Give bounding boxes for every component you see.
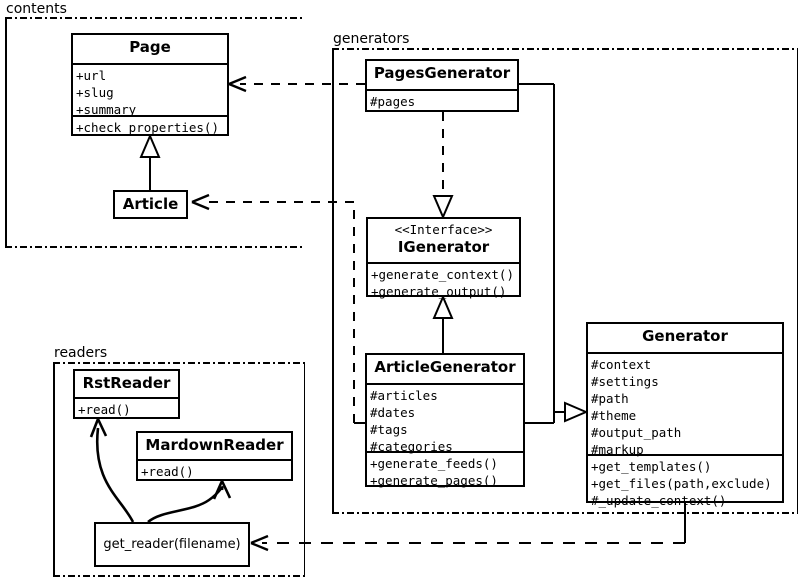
attribute: +summary xyxy=(76,102,137,117)
class-generator-header: Generator xyxy=(588,324,782,352)
class-generator[interactable]: Generator #context #settings #path #them… xyxy=(586,322,784,508)
class-page-attributes: +url +slug +summary xyxy=(73,63,227,117)
class-page[interactable]: Page +url +slug +summary +check_properti… xyxy=(71,33,229,136)
class-mardownreader-header: MardownReader xyxy=(138,433,291,459)
class-articlegenerator-attributes: #articles #dates #tags #categories xyxy=(367,383,523,454)
class-pagesgenerator-attributes: #pages xyxy=(367,89,517,113)
attribute: #theme xyxy=(591,408,637,423)
attribute: #categories xyxy=(370,439,453,454)
method: +read() xyxy=(78,402,131,417)
class-igenerator-stereotype: <<Interface>> xyxy=(394,222,493,237)
class-pagesgenerator[interactable]: PagesGenerator #pages xyxy=(365,59,519,112)
attribute: #markup xyxy=(591,442,644,457)
function-get-reader[interactable]: get_reader(filename) xyxy=(94,522,250,567)
method: #_update_context() xyxy=(591,493,727,508)
attribute: +slug xyxy=(76,85,114,100)
class-articlegenerator-name: ArticleGenerator xyxy=(374,358,516,376)
method: +generate_feeds() xyxy=(370,456,498,471)
class-generator-attributes: #context #settings #path #theme #output_… xyxy=(588,352,782,457)
class-article[interactable]: Article xyxy=(113,190,188,219)
class-mardownreader-methods: +read() xyxy=(138,459,291,483)
attribute: #pages xyxy=(370,94,416,109)
package-contents-label: contents xyxy=(6,1,67,17)
class-igenerator-name: IGenerator xyxy=(397,238,490,256)
class-article-name: Article xyxy=(122,195,179,213)
class-rstreader-methods: +read() xyxy=(75,397,178,421)
class-igenerator[interactable]: <<Interface>> IGenerator +generate_conte… xyxy=(366,217,521,299)
class-generator-name: Generator xyxy=(642,327,728,345)
class-page-methods: +check_properties() xyxy=(73,115,227,139)
attribute: #context xyxy=(591,357,652,372)
method: +generate_pages() xyxy=(370,473,498,488)
method: +get_files(path,exclude) xyxy=(591,476,772,491)
attribute: #dates xyxy=(370,405,416,420)
attribute: #articles xyxy=(370,388,438,403)
package-readers-label: readers xyxy=(54,345,108,361)
attribute: #path xyxy=(591,391,629,406)
class-pagesgenerator-header: PagesGenerator xyxy=(367,61,517,89)
method: +read() xyxy=(141,464,194,479)
class-articlegenerator-methods: +generate_feeds() +generate_pages() xyxy=(367,451,523,492)
method: +generate_context() xyxy=(371,267,514,282)
class-articlegenerator[interactable]: ArticleGenerator #articles #dates #tags … xyxy=(365,353,525,488)
class-rstreader[interactable]: RstReader +read() xyxy=(73,369,180,419)
class-igenerator-header: <<Interface>> IGenerator xyxy=(368,219,519,262)
class-generator-methods: +get_templates() +get_files(path,exclude… xyxy=(588,454,782,512)
method: +check_properties() xyxy=(76,120,219,135)
method: +get_templates() xyxy=(591,459,712,474)
method: +generate_output() xyxy=(371,284,507,299)
class-mardownreader-name: MardownReader xyxy=(145,436,284,454)
class-articlegenerator-header: ArticleGenerator xyxy=(367,355,523,383)
attribute: #tags xyxy=(370,422,408,437)
class-article-header: Article xyxy=(115,192,186,217)
class-rstreader-header: RstReader xyxy=(75,371,178,397)
class-page-name: Page xyxy=(129,38,171,56)
attribute: +url xyxy=(76,68,107,83)
attribute: #settings xyxy=(591,374,659,389)
attribute: #output_path xyxy=(591,425,682,440)
class-pagesgenerator-name: PagesGenerator xyxy=(373,64,511,82)
package-generators-label: generators xyxy=(333,31,410,47)
class-igenerator-methods: +generate_context() +generate_output() xyxy=(368,262,519,303)
class-rstreader-name: RstReader xyxy=(82,374,171,392)
class-mardownreader[interactable]: MardownReader +read() xyxy=(136,431,293,481)
class-page-header: Page xyxy=(73,35,227,63)
function-get-reader-label: get_reader(filename) xyxy=(103,537,241,552)
